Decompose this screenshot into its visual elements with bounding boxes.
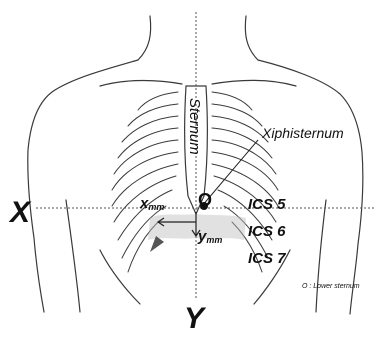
measurement-region — [148, 214, 246, 240]
ics6-label: ICS 6 — [248, 223, 286, 240]
left-torso-side — [66, 200, 80, 312]
rib — [112, 152, 178, 190]
rib — [212, 152, 278, 190]
ribs-left — [112, 92, 178, 272]
right-shoulder — [258, 60, 363, 314]
sternum-label: Sternum — [186, 98, 203, 155]
x-offset-unit: mm — [148, 202, 164, 212]
rib — [128, 104, 178, 126]
left-clavicle — [100, 81, 182, 87]
right-torso-side — [316, 200, 326, 312]
x-offset-label: xmm — [139, 195, 164, 212]
rib — [212, 104, 262, 126]
ics5-label: ICS 5 — [248, 196, 286, 213]
axis-y-label: Y — [184, 302, 207, 335]
xiphisternum-label: Xiphisternum — [261, 125, 344, 141]
neck-right — [245, 16, 258, 60]
y-offset-unit: mm — [206, 235, 222, 245]
left-shoulder — [28, 60, 138, 312]
lower-sternum-legend: O : Lower sternum — [302, 283, 360, 290]
chest-lower-left — [100, 250, 140, 304]
axis-x-label: X — [8, 196, 32, 229]
rib — [114, 140, 178, 174]
body-outline — [28, 16, 363, 314]
neck-left — [138, 16, 151, 60]
right-clavicle — [212, 81, 296, 87]
origin-label: O — [198, 190, 212, 210]
ics7-label: ICS 7 — [248, 250, 286, 267]
